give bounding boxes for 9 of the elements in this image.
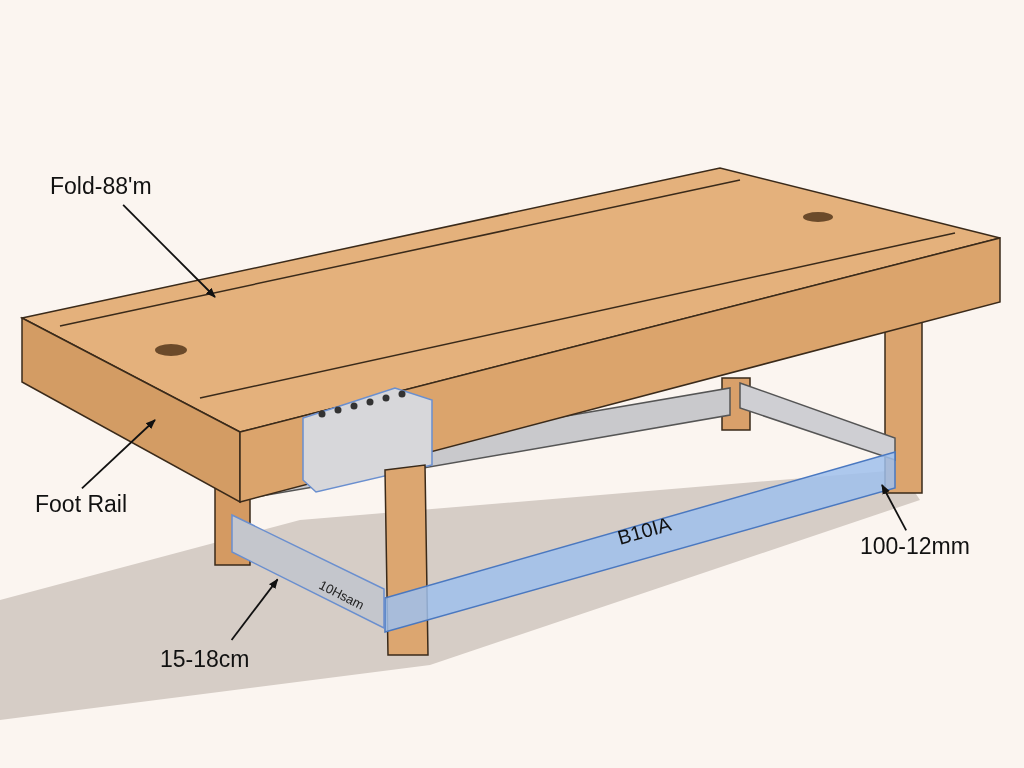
leader-line [881, 484, 908, 532]
callout-label: 100-12mm [860, 535, 970, 558]
callout-label: 15-18cm [160, 648, 250, 671]
leader-line [81, 419, 156, 490]
leader-line [122, 204, 216, 298]
callout-label: Foot Rail [35, 493, 128, 516]
callout-label: Fold-88'm [50, 175, 152, 198]
rail-marking: B10IA [615, 512, 674, 549]
leader-line [230, 578, 279, 641]
